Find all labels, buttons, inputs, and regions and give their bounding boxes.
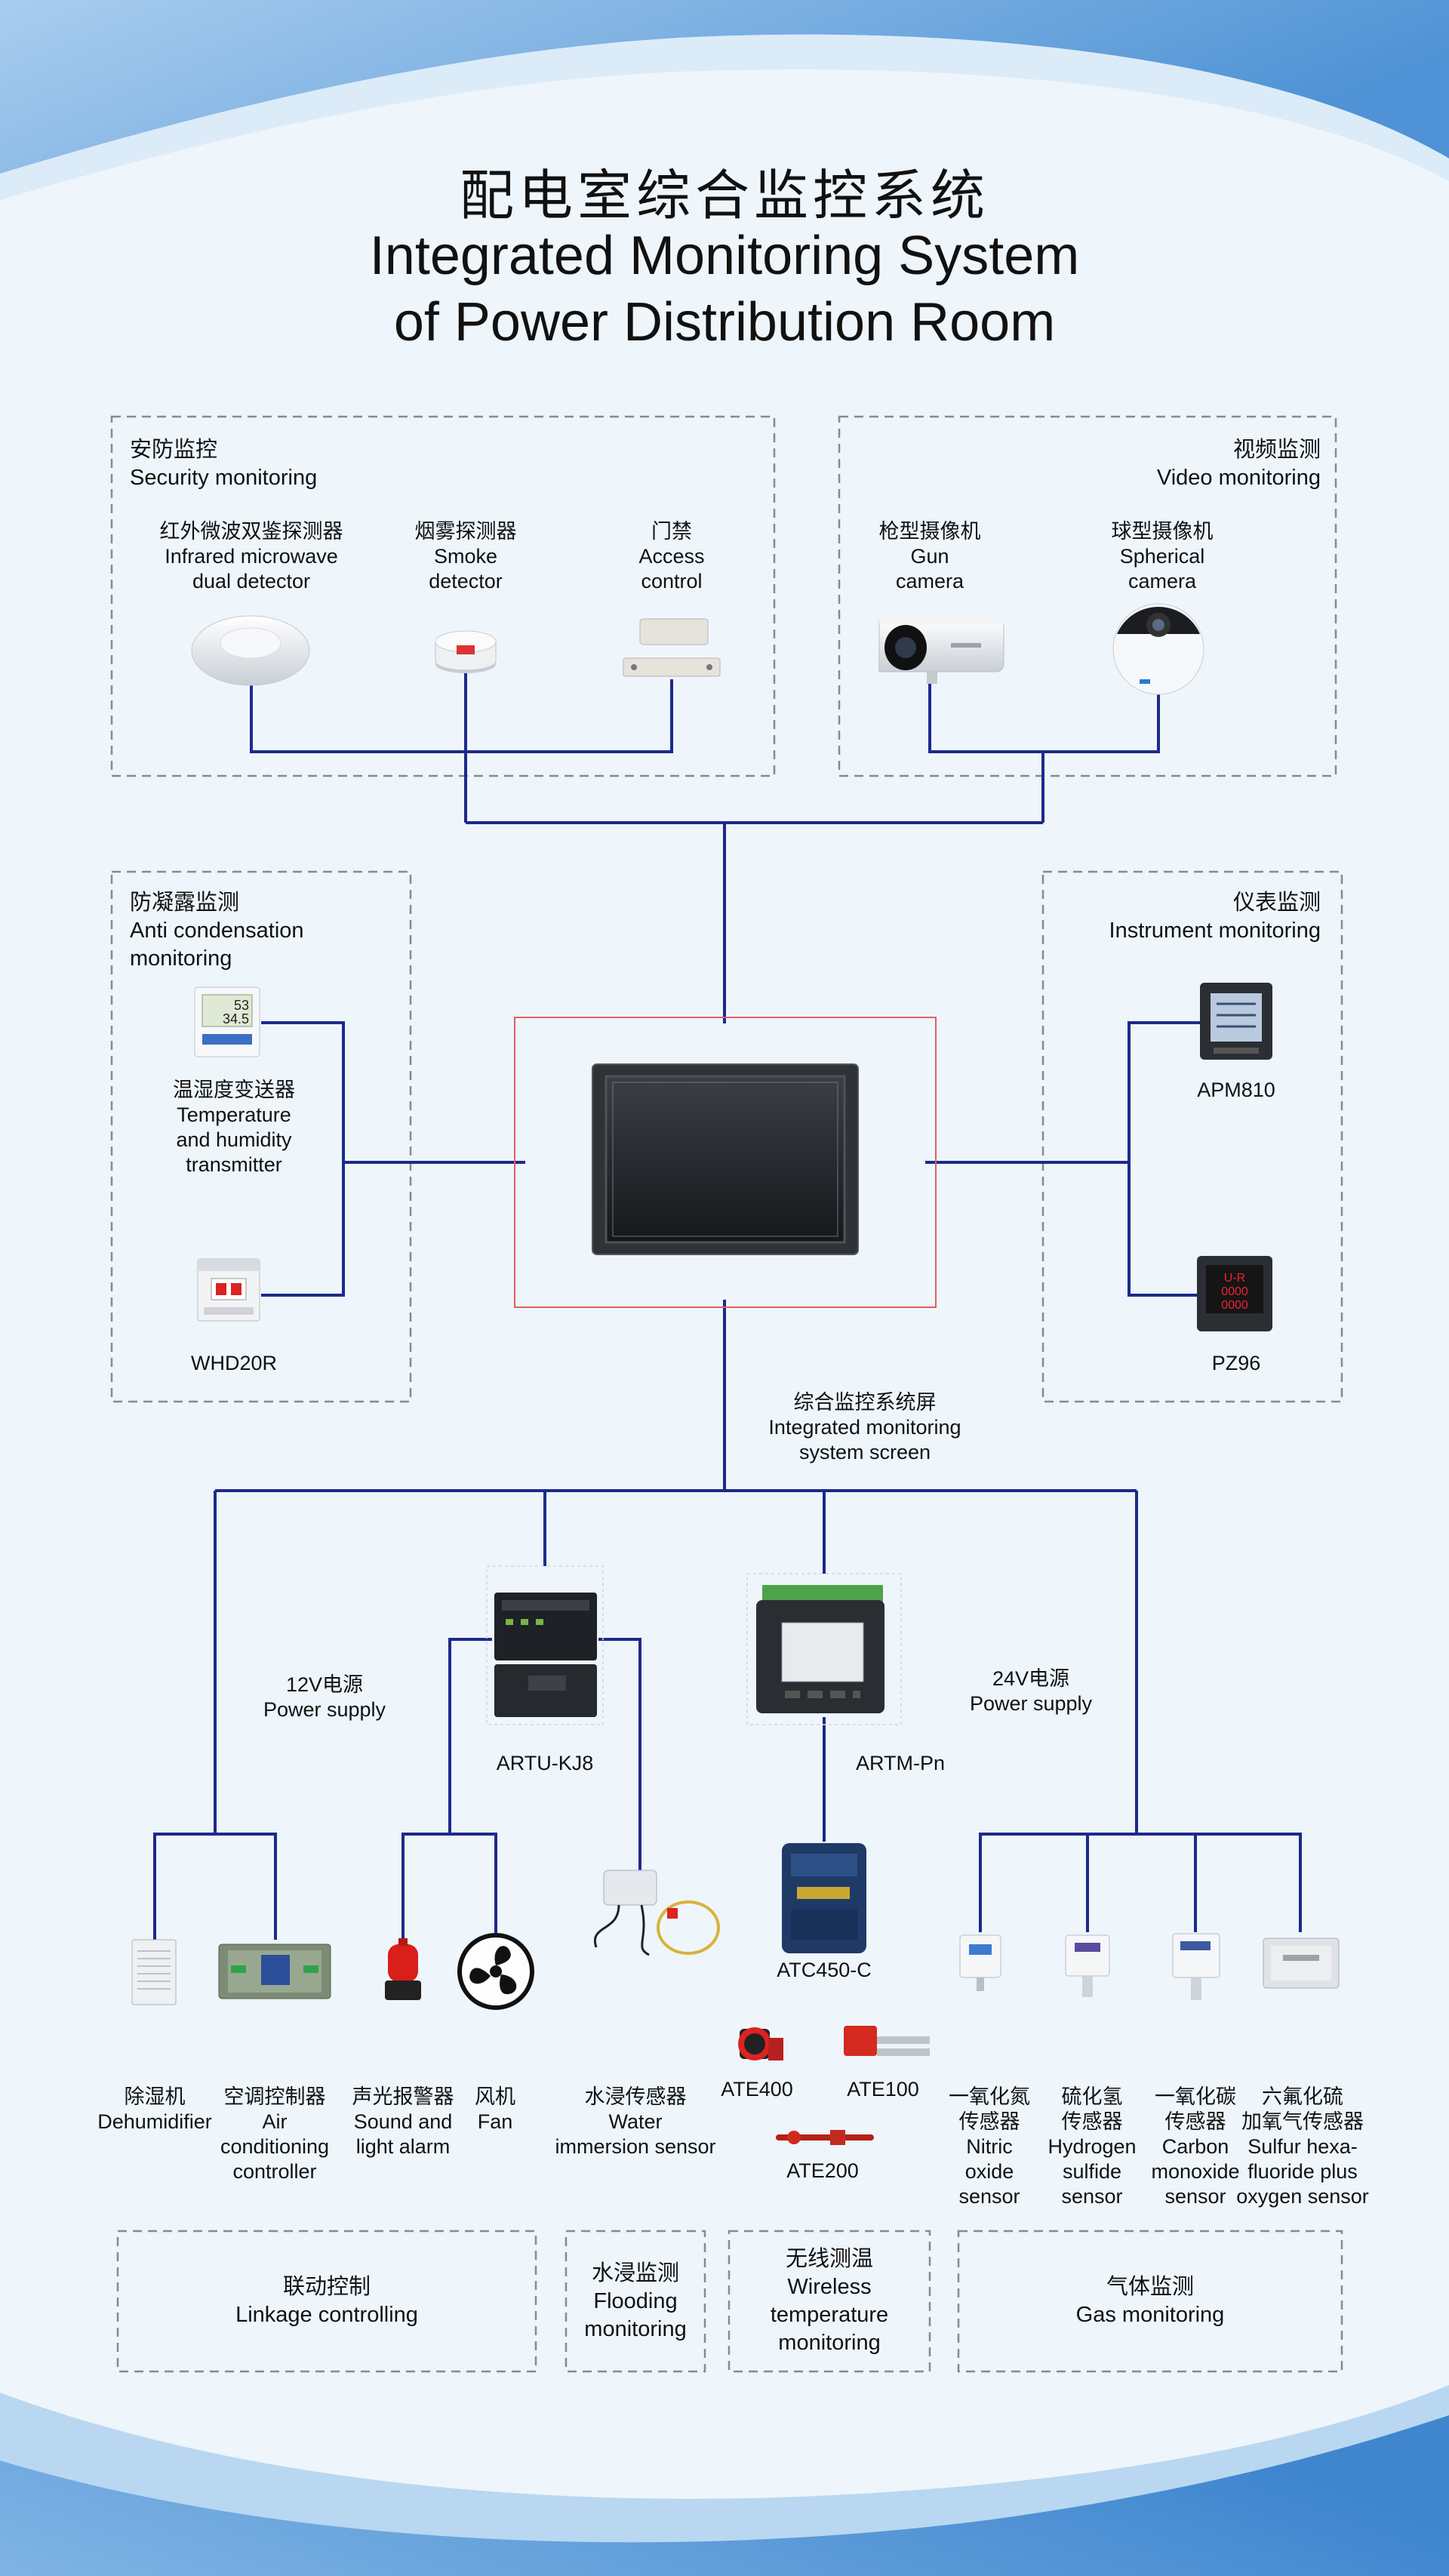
nitric-oxide-label: 一氧化氮 传感器 Nitric oxide sensor [949,2085,1030,2208]
video-label: 视频监测 Video monitoring [1156,438,1321,490]
pz96-label: PZ96 [1211,1352,1261,1374]
air-conditioning-controller-icon [218,1944,331,1999]
carbon-monoxide-label: 一氧化碳 传感器 Carbon monoxide sensor [1151,2085,1240,2208]
power24-label: 24V电源 Power supply [969,1667,1093,1715]
title-en-line2: of Power Distribution Room [393,292,1056,352]
smoke-detector-icon [435,630,497,673]
carbon-monoxide-sensor-icon [1172,1933,1220,2000]
gas-box [957,2230,1343,2373]
top-wave-highlight [0,34,1449,200]
atc450c-icon [782,1843,866,1953]
instrument-box [1041,870,1343,1403]
apm810-icon [1200,983,1272,1060]
screen-frame [514,1017,937,1308]
pz96-display-1: 0000 [1221,1285,1248,1298]
wireless-temperature-label: 无线测温 Wireless temperature monitoring [770,2247,889,2355]
ate400-label: ATE400 [721,2078,793,2101]
ate400-icon [738,2027,783,2060]
wireless-box [728,2230,931,2373]
atc450c-label: ATC450-C [777,1959,872,1981]
pz96-icon: U-R 0000 0000 [1197,1256,1272,1331]
infrared-detector-icon [191,615,310,686]
anti-condensation-label: 防凝露监测 Anti condensation monitoring [130,891,304,971]
artm-pn-icon [756,1585,884,1713]
infrared-detector-label: 红外微波双鉴探测器 Infrared microwave dual detect… [159,520,343,592]
security-label: 安防监控 Security monitoring [130,438,318,490]
aircon-controller-label: 空调控制器 Air conditioning controller [220,2085,330,2183]
water-immersion-label: 水浸传感器 Water immersion sensor [555,2085,716,2158]
alarm-label: 声光报警器 Sound and light alarm [352,2085,454,2158]
sound-light-alarm-icon [385,1938,421,2000]
access-control-icon [623,618,721,677]
top-wave [0,0,1449,174]
ate200-icon [776,2130,874,2145]
temperature-humidity-transmitter-icon: 53 34.5 [194,986,260,1057]
artu-kj8-label: ARTU-KJ8 [496,1752,594,1774]
display-top: 53 [234,998,249,1013]
connection-lines [153,672,1302,1947]
svg-text:U-R: U-R [1224,1272,1245,1285]
monitor-screen-icon [592,1063,859,1255]
water-immersion-sensor-icon [593,1870,720,1956]
apm810-label: APM810 [1197,1079,1275,1101]
gun-camera-label: 枪型摄像机 Gun camera [878,520,981,592]
artu-frame [486,1565,604,1725]
pz96-display-2: 0000 [1221,1299,1248,1312]
dehumidifier-icon [131,1939,177,2005]
sf6-oxygen-sensor-icon [1263,1937,1340,1989]
hydrogen-sulfide-label: 硫化氢 传感器 Hydrogen sulfide sensor [1048,2085,1137,2208]
nitric-oxide-sensor-icon [959,1934,1001,1991]
flooding-box [565,2230,706,2373]
artu-kj8-icon [494,1593,597,1717]
linkage-controlling-label: 联动控制 Linkage controlling [235,2275,418,2327]
instrument-label: 仪表监测 Instrument monitoring [1109,891,1321,943]
temp-humidity-label: 温湿度变送器 Temperature and humidity transmit… [173,1079,295,1176]
spherical-camera-icon [1112,603,1204,695]
bottom-wave [0,2415,1449,2576]
ate200-label: ATE200 [786,2159,859,2182]
sf6-oxygen-label: 六氟化硫 加氧气传感器 Sulfur hexa- fluoride plus o… [1236,2085,1369,2208]
whd20r-label: WHD20R [190,1352,277,1374]
gun-camera-icon [878,617,1004,684]
flooding-monitoring-label: 水浸监测 Flooding monitoring [584,2261,687,2341]
dehumidifier-label: 除湿机 Dehumidifier [97,2085,212,2133]
linkage-box [116,2230,537,2373]
fan-icon [457,1933,534,2010]
hydrogen-sulfide-sensor-icon [1065,1934,1110,1997]
ate100-icon [844,2026,930,2056]
whd20r-icon [197,1258,260,1322]
gas-monitoring-label: 气体监测 Gas monitoring [1075,2275,1225,2327]
spherical-camera-label: 球型摄像机 Spherical camera [1111,520,1214,592]
access-control-label: 门禁 Access control [638,520,705,592]
screen-label: 综合监控系统屏 Integrated monitoring system scr… [768,1391,961,1463]
ate100-label: ATE100 [847,2078,919,2101]
fan-label: 风机 Fan [475,2085,515,2133]
artm-pn-label: ARTM-Pn [856,1752,946,1774]
artm-frame [746,1573,902,1725]
smoke-detector-label: 烟雾探测器 Smoke detector [414,520,517,592]
title-cn: 配电室综合监控系统 [459,166,989,226]
anti-condensation-box [110,870,412,1403]
power12-label: 12V电源 Power supply [263,1673,386,1721]
security-box [110,415,776,777]
display-bottom: 34.5 [223,1011,249,1026]
title-en-line1: Integrated Monitoring System [369,226,1080,286]
video-box [838,415,1337,777]
